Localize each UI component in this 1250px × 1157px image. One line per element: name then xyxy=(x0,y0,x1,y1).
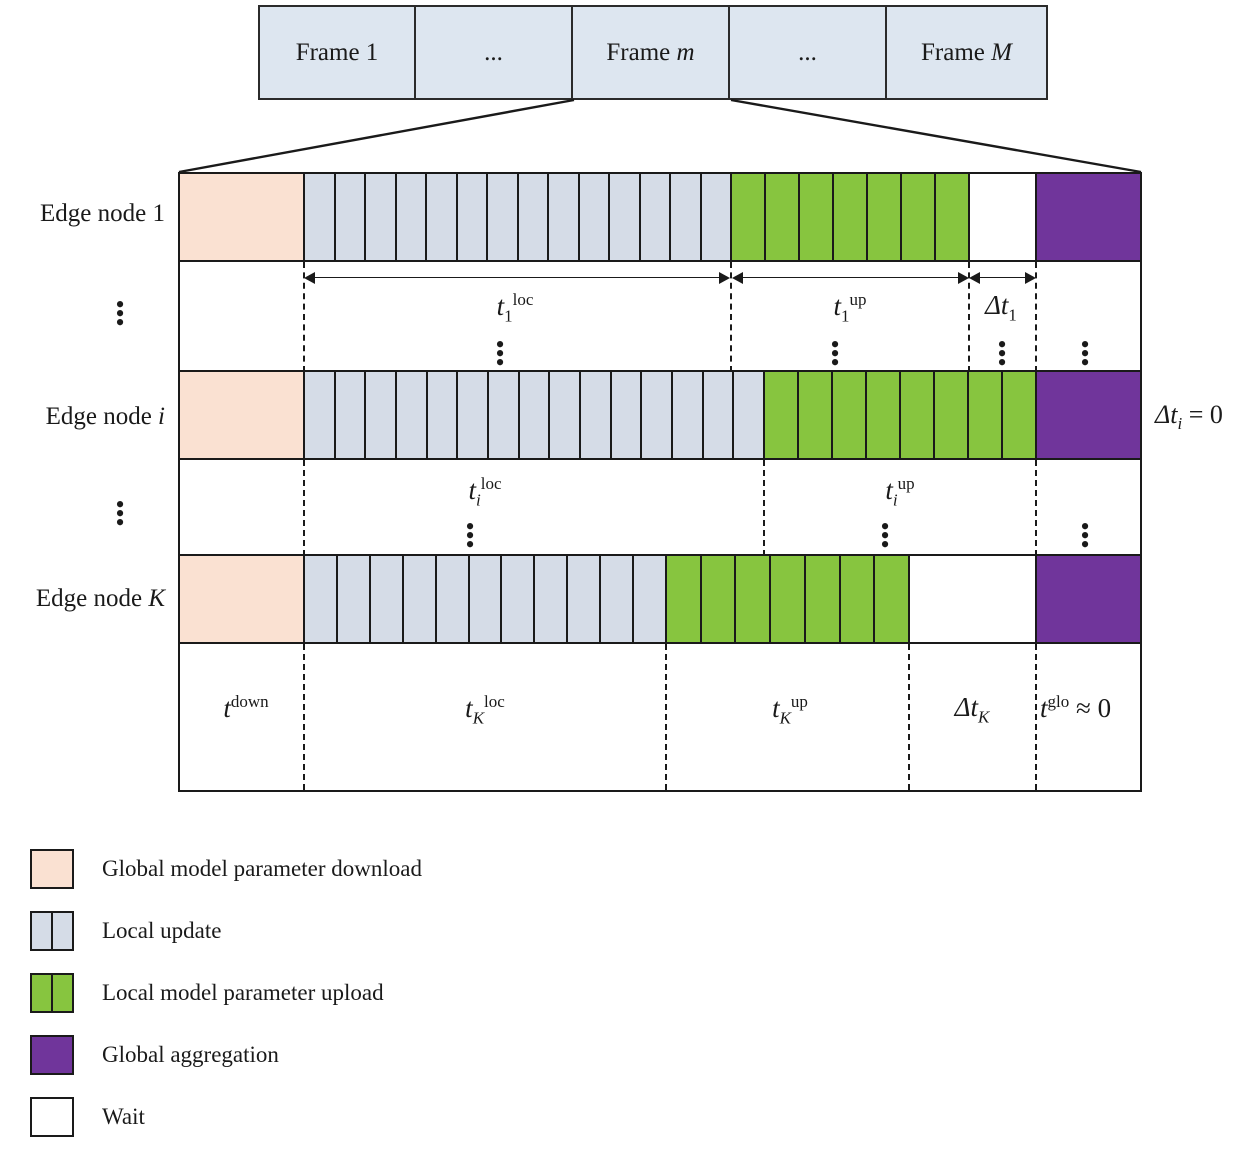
label-ti-up: tiup xyxy=(885,474,915,510)
arrow-head-left-delta-t1 xyxy=(969,272,980,284)
ellipsis-ti-up: ••• xyxy=(880,512,890,559)
legend-label-aggregation: Global aggregation xyxy=(102,1042,279,1067)
label-ti-loc: tiloc xyxy=(468,474,502,510)
legend-swatch-aggregation xyxy=(30,1035,74,1075)
ellipsis-t1-loc: ••• xyxy=(495,330,505,377)
segment-download-node-1 xyxy=(180,174,305,260)
label-t-glo: tglo ≈ 0 xyxy=(1040,692,1112,723)
arrow-head-right-t1-loc xyxy=(719,272,730,284)
row-ellipsis-left-upper: ••• xyxy=(115,290,125,337)
legend-item-aggregation: Global aggregation xyxy=(30,1024,422,1086)
arrow-line-delta-t1 xyxy=(973,277,1031,278)
segment-upload-node-K xyxy=(667,556,911,642)
row-ellipsis-left-lower: ••• xyxy=(115,490,125,537)
ellipsis-aggregation-node-i: ••• xyxy=(1080,512,1090,559)
guide-dash-node-1-wait-end xyxy=(1035,262,1037,372)
guide-dash-K-download-end xyxy=(303,644,305,790)
frame-label-m: Frame m xyxy=(606,38,695,66)
legend: Global model parameter download Local up… xyxy=(30,838,422,1148)
frame-cell-ellipsis-2: ... xyxy=(730,7,887,98)
frame-label-ellipsis-2: ... xyxy=(798,38,817,66)
legend-label-local-update: Local update xyxy=(102,918,222,943)
arrow-head-left-t1-up xyxy=(732,272,743,284)
segment-local-update-node-K xyxy=(305,556,667,642)
segment-aggregation-node-i xyxy=(1037,372,1140,458)
track-node-i xyxy=(180,372,1140,460)
label-tK-up: tKup xyxy=(772,692,808,728)
row-label-node-1: Edge node 1 xyxy=(0,200,165,228)
frame-label-1: Frame 1 xyxy=(295,38,379,66)
frame-label-ellipsis-1: ... xyxy=(484,38,503,66)
segment-local-update-node-i xyxy=(305,372,766,458)
ellipsis-delta-t1: ••• xyxy=(997,330,1007,377)
annotation-row-node-K: tdown tKloc tKup ΔtK tglo ≈ 0 xyxy=(180,644,1140,790)
arrow-head-right-t1-up xyxy=(958,272,969,284)
guide-dash-K-up-end xyxy=(908,644,910,790)
frames-strip: Frame 1 ... Frame m ... Frame M xyxy=(258,5,1048,100)
legend-item-upload: Local model parameter upload xyxy=(30,962,422,1024)
legend-label-upload: Local model parameter upload xyxy=(102,980,384,1005)
legend-swatch-wait xyxy=(30,1097,74,1137)
timeline-grid: t1loc ••• t1up ••• Δt1 ••• xyxy=(178,172,1142,792)
segment-aggregation-node-K xyxy=(1037,556,1140,642)
guide-dash-node-i-loc-end xyxy=(763,460,765,556)
segment-aggregation-node-1 xyxy=(1037,174,1140,260)
frame-label-M: Frame M xyxy=(921,38,1012,66)
label-tK-loc: tKloc xyxy=(465,692,505,728)
frame-cell-m: Frame m xyxy=(573,7,730,98)
legend-item-local-update: Local update xyxy=(30,900,422,962)
track-node-1 xyxy=(180,174,1140,262)
row-label-node-K: Edge node K xyxy=(35,585,165,612)
segment-upload-node-i xyxy=(765,372,1037,458)
arrow-head-right-delta-t1 xyxy=(1025,272,1036,284)
guide-dash-node-i-up-end xyxy=(1035,460,1037,556)
guide-dash-K-loc-end xyxy=(665,644,667,790)
ellipsis-aggregation-node-1: ••• xyxy=(1080,330,1090,377)
legend-swatch-local-update xyxy=(30,911,74,951)
legend-item-download: Global model parameter download xyxy=(30,838,422,900)
track-node-K xyxy=(180,556,1140,644)
arrow-line-t1-up xyxy=(736,277,964,278)
segment-wait-node-K xyxy=(910,556,1037,642)
segment-download-node-K xyxy=(180,556,305,642)
frame-cell-1: Frame 1 xyxy=(260,7,416,98)
label-t-down: tdown xyxy=(223,692,269,723)
annotation-row-node-1: t1loc ••• t1up ••• Δt1 ••• xyxy=(180,262,1140,377)
annotation-row-node-i: tiloc ••• tiup ••• ••• xyxy=(180,460,1140,559)
arrow-line-t1-loc xyxy=(308,277,726,278)
segment-upload-node-1 xyxy=(732,174,970,260)
legend-label-download: Global model parameter download xyxy=(102,856,422,881)
frame-cell-M: Frame M xyxy=(887,7,1046,98)
arrow-head-left-t1-loc xyxy=(304,272,315,284)
row-label-node-i: Edge node i xyxy=(45,403,165,430)
guide-dash-node-1-up-end xyxy=(968,262,970,372)
ellipsis-ti-loc: ••• xyxy=(465,512,475,559)
guide-dash-K-wait-end xyxy=(1035,644,1037,790)
segment-wait-node-1 xyxy=(970,174,1037,260)
guide-dash-after-download xyxy=(303,262,305,372)
row-label-node-1-text: Edge node 1 xyxy=(40,200,165,227)
legend-item-wait: Wait xyxy=(30,1086,422,1148)
ellipsis-t1-up: ••• xyxy=(830,330,840,377)
side-note-delta-ti: Δti = 0 xyxy=(1155,400,1223,434)
label-t1-loc: t1loc xyxy=(496,290,534,326)
label-delta-t1: Δt1 xyxy=(985,290,1017,325)
label-delta-tK: ΔtK xyxy=(954,692,990,727)
segment-local-update-node-1 xyxy=(305,174,732,260)
legend-swatch-download xyxy=(30,849,74,889)
guide-dash-node-1-loc-end xyxy=(730,262,732,372)
guide-dash-node-i-download-end xyxy=(303,460,305,556)
frame-cell-ellipsis-1: ... xyxy=(416,7,573,98)
legend-swatch-upload xyxy=(30,973,74,1013)
label-t1-up: t1up xyxy=(833,290,867,326)
segment-download-node-i xyxy=(180,372,305,458)
legend-label-wait: Wait xyxy=(102,1104,145,1129)
